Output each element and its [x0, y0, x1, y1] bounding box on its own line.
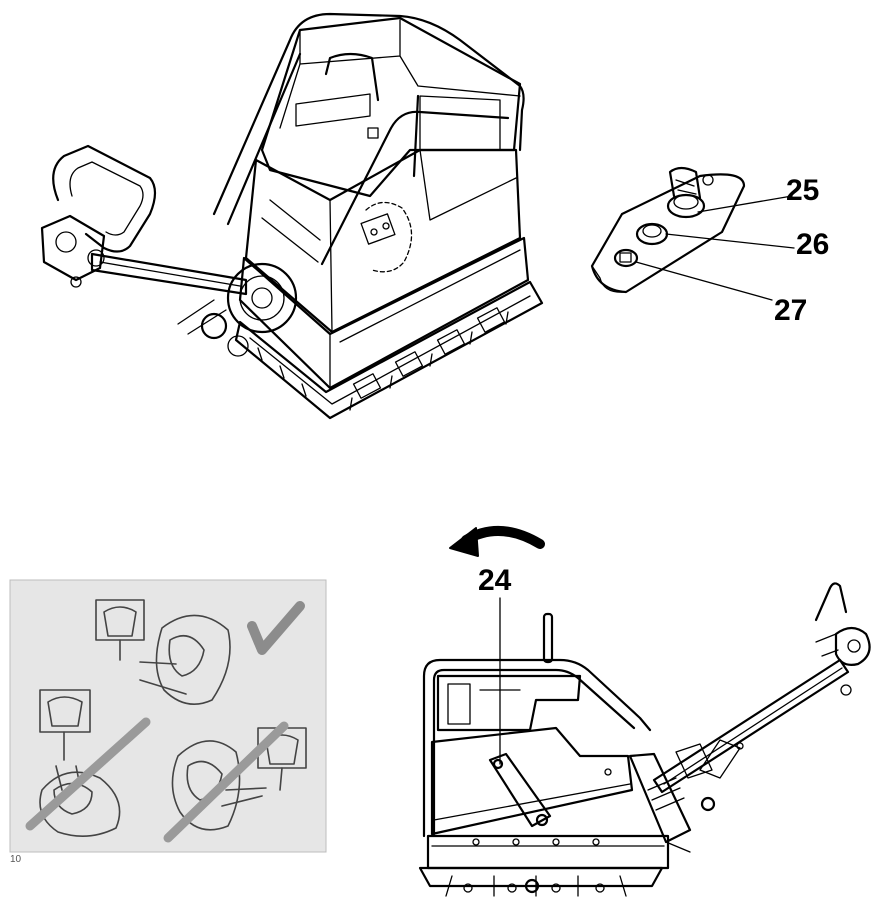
callout-27: 27 — [774, 294, 807, 327]
strike-through-icon — [25, 717, 151, 831]
key-switch-icon — [666, 166, 714, 219]
callout-24: 24 — [478, 564, 512, 597]
strike-through-icon — [163, 721, 289, 843]
page-number-fragment: 10 — [10, 854, 22, 865]
callout-26: 26 — [796, 228, 829, 261]
checkmark-icon — [247, 601, 305, 655]
push-button-icon — [635, 222, 669, 246]
rotate-arrow-icon — [449, 526, 545, 557]
callout-25: 25 — [786, 174, 819, 207]
inset-frame — [9, 579, 327, 853]
indicator-icon — [613, 248, 639, 268]
compactor-isometric-drawing — [40, 12, 544, 420]
operator-figure-correct — [95, 599, 231, 706]
compactor-side-view — [418, 582, 871, 897]
operator-position-inset: 10 — [9, 579, 327, 865]
control-panel-detail — [590, 166, 795, 301]
